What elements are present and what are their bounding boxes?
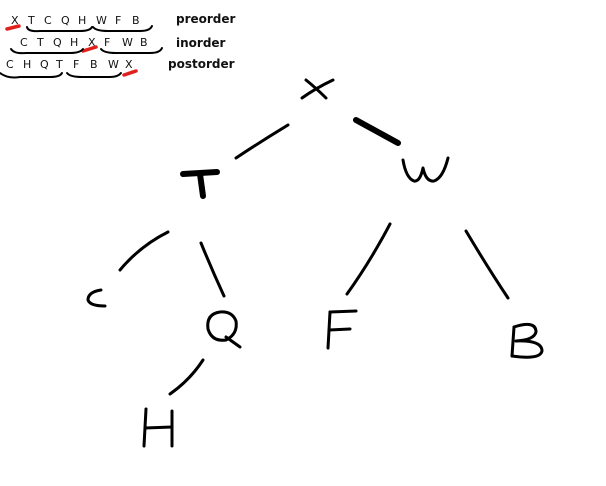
tree-edges [118, 117, 510, 396]
inorder-item: B [140, 36, 148, 49]
inorder-item: H [70, 36, 78, 49]
preorder-item: B [132, 14, 140, 27]
right-subtree-brace [100, 47, 163, 54]
inorder-item: Q [53, 36, 62, 49]
edge-t-q [199, 241, 226, 298]
postorder-item: W [108, 58, 119, 71]
edge-t-c [118, 230, 170, 272]
edge-x-w [353, 117, 401, 146]
tree-node-f [326, 309, 358, 350]
preorder-item: T [27, 14, 35, 27]
inorder-row: C T Q H X F W B inorder [10, 36, 226, 55]
tree-node-t [180, 169, 220, 199]
tree-node-b [510, 322, 544, 359]
preorder-item: Q [61, 14, 70, 27]
postorder-item: Q [40, 58, 49, 71]
root-highlight-mark [122, 69, 138, 77]
left-subtree-brace [10, 48, 84, 55]
tree-node-q [206, 310, 242, 349]
preorder-item: H [78, 14, 86, 27]
preorder-label: preorder [176, 12, 236, 26]
inorder-label: inorder [176, 36, 226, 50]
inorder-item: T [36, 36, 44, 49]
postorder-item: X [125, 58, 133, 71]
tree-node-c [86, 288, 107, 308]
postorder-item: H [23, 58, 31, 71]
edge-q-h [168, 358, 205, 396]
inorder-item: C [20, 36, 28, 49]
preorder-item: W [96, 14, 107, 27]
preorder-row: X T C Q H W F B preorder [5, 12, 236, 33]
tree-node-w [401, 156, 450, 183]
root-highlight-mark [5, 24, 21, 31]
postorder-label: postorder [168, 57, 235, 71]
postorder-item: T [55, 58, 63, 71]
right-subtree-brace [66, 72, 122, 78]
inorder-item: X [88, 36, 96, 49]
edge-w-b [464, 229, 510, 300]
tree-node-h [142, 407, 174, 448]
edge-w-f [345, 222, 392, 296]
tree-node-x [300, 78, 335, 100]
root-highlight-mark [81, 45, 98, 53]
left-subtree-brace [26, 26, 93, 33]
preorder-item: X [11, 14, 19, 27]
left-subtree-brace [0, 72, 63, 79]
preorder-item: F [115, 14, 121, 27]
postorder-item: B [90, 58, 98, 71]
preorder-item: C [44, 14, 52, 27]
edge-x-t [234, 123, 290, 160]
postorder-item: F [73, 58, 79, 71]
right-subtree-brace [92, 25, 153, 32]
postorder-item: C [6, 58, 14, 71]
inorder-item: W [122, 36, 133, 49]
postorder-row: C H Q T F B W X postorder [0, 57, 235, 79]
inorder-item: F [104, 36, 110, 49]
